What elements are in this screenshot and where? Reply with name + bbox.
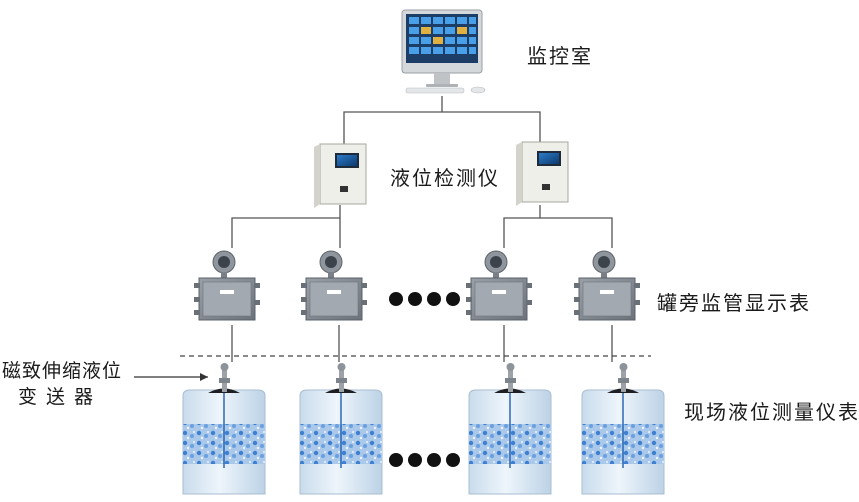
line-display-to-sensors xyxy=(231,325,613,362)
connection-lines xyxy=(231,96,613,362)
ellipsis-dots-displays xyxy=(389,292,460,306)
ellipsis-dots-tanks xyxy=(389,453,460,467)
label-tank-display: 罐旁监管显示表 xyxy=(657,291,811,315)
label-level-detector: 液位检测仪 xyxy=(390,166,500,190)
label-sensor-line2: 变送器 xyxy=(18,386,103,408)
label-sensor-line1: 磁致伸缩液位 xyxy=(2,360,123,382)
tank-side-display xyxy=(574,250,640,321)
tank-side-display xyxy=(194,250,260,321)
monitoring-computer xyxy=(401,9,486,94)
line-pc-to-detectors xyxy=(343,96,541,144)
level-detector-cabinet xyxy=(314,143,367,208)
tank-with-sensor xyxy=(182,363,266,495)
line-detector2-to-displays xyxy=(503,205,613,248)
tank-side-display xyxy=(466,250,532,321)
tank-with-sensor xyxy=(468,363,552,495)
tank-with-sensor xyxy=(581,363,665,495)
tank-side-display xyxy=(301,250,367,321)
tank-with-sensor xyxy=(299,363,383,495)
line-detector1-to-displays xyxy=(231,205,341,248)
label-monitoring-room: 监控室 xyxy=(527,44,593,68)
label-field-instrument: 现场液位测量仪表 xyxy=(684,400,859,424)
level-detector-cabinet xyxy=(516,141,569,206)
